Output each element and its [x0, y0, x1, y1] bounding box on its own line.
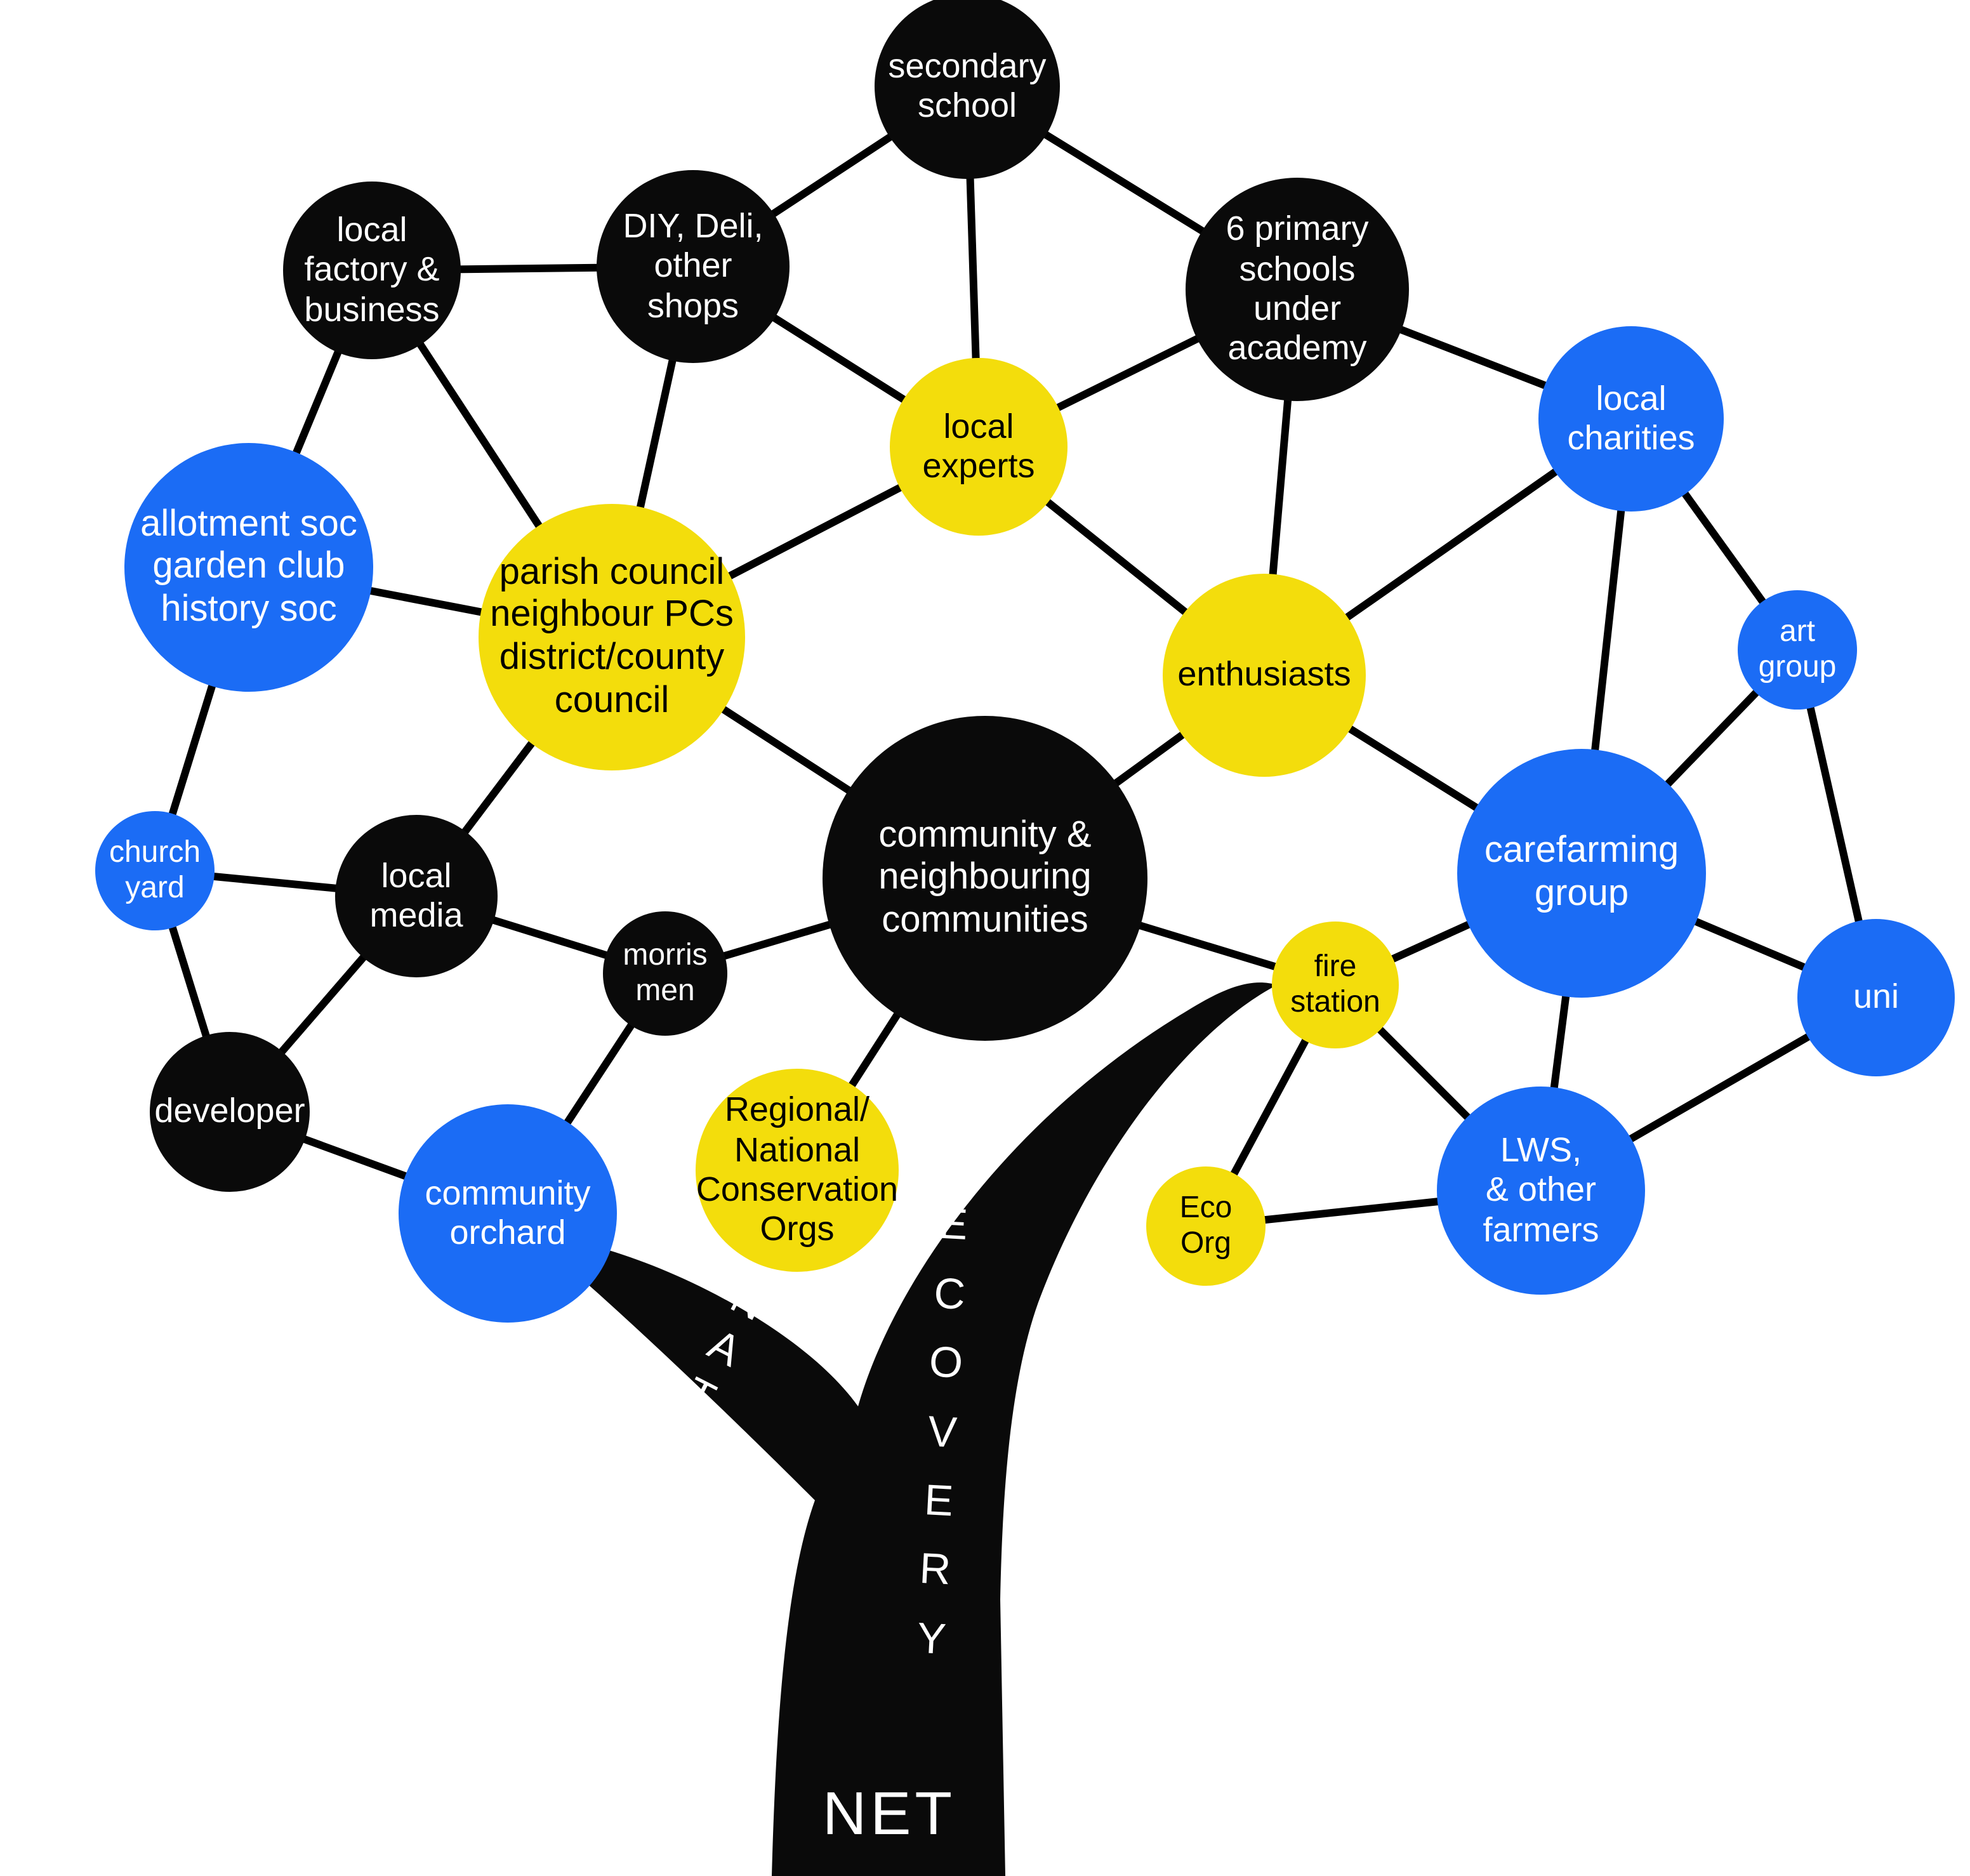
node-label-churchyard: church yard: [109, 835, 201, 905]
node-morris-men: morris men: [603, 911, 727, 1036]
node-label-factory-business: local factory & business: [304, 211, 440, 329]
node-secondary-school: secondary school: [875, 0, 1060, 179]
node-factory-business: local factory & business: [283, 182, 461, 359]
node-label-eco-org: Eco Org: [1179, 1191, 1233, 1260]
node-label-conservation-orgs: Regional/ National Conservation Orgs: [696, 1090, 899, 1248]
node-fire-station: fire station: [1272, 921, 1399, 1048]
node-label-lws-farmers: LWS, & other farmers: [1483, 1131, 1599, 1249]
node-art-group: art group: [1738, 590, 1857, 710]
node-conservation-orgs: Regional/ National Conservation Orgs: [696, 1069, 899, 1272]
node-label-local-media: local media: [369, 856, 463, 934]
node-label-parish-council: parish council neighbour PCs district/co…: [490, 552, 734, 721]
node-allotment-garden-history: allotment soc garden club history soc: [124, 443, 373, 692]
node-community: community & neighbouring communities: [823, 716, 1147, 1041]
node-label-allotment-garden-history: allotment soc garden club history soc: [140, 503, 357, 630]
node-label-diy-shops: DIY, Deli, other shops: [623, 207, 764, 325]
node-enthusiasts: enthusiasts: [1163, 574, 1366, 777]
node-label-uni: uni: [1853, 977, 1900, 1016]
node-community-orchard: community orchard: [399, 1104, 617, 1323]
node-parish-council: parish council neighbour PCs district/co…: [479, 504, 745, 770]
node-label-community: community & neighbouring communities: [878, 814, 1092, 941]
node-label-carefarming: carefarming group: [1484, 830, 1679, 914]
trunk-word-network: NET: [823, 1781, 956, 1848]
node-label-community-orchard: community orchard: [425, 1173, 591, 1252]
node-label-enthusiasts: enthusiasts: [1177, 655, 1351, 694]
node-primary-schools: 6 primary schools under academy: [1186, 178, 1409, 401]
node-label-art-group: art group: [1758, 614, 1837, 684]
node-eco-org: Eco Org: [1146, 1166, 1266, 1286]
node-lws-farmers: LWS, & other farmers: [1437, 1087, 1645, 1295]
node-local-media: local media: [335, 815, 498, 977]
node-uni: uni: [1797, 919, 1955, 1076]
node-label-secondary-school: secondary school: [888, 46, 1047, 124]
node-local-charities: local charities: [1538, 326, 1724, 512]
node-label-morris-men: morris men: [623, 938, 708, 1008]
node-label-developer: developer: [154, 1092, 305, 1130]
node-label-fire-station: fire station: [1290, 949, 1380, 1019]
node-developer: developer: [150, 1032, 310, 1192]
node-local-experts: local experts: [890, 358, 1068, 536]
node-label-local-experts: local experts: [922, 407, 1035, 485]
node-diy-shops: DIY, Deli, other shops: [597, 170, 790, 363]
node-label-primary-schools: 6 primary schools under academy: [1226, 209, 1369, 367]
tree-trunk: [565, 982, 1277, 1876]
node-label-local-charities: local charities: [1567, 379, 1695, 457]
node-churchyard: church yard: [95, 811, 215, 930]
node-carefarming: carefarming group: [1457, 749, 1706, 998]
